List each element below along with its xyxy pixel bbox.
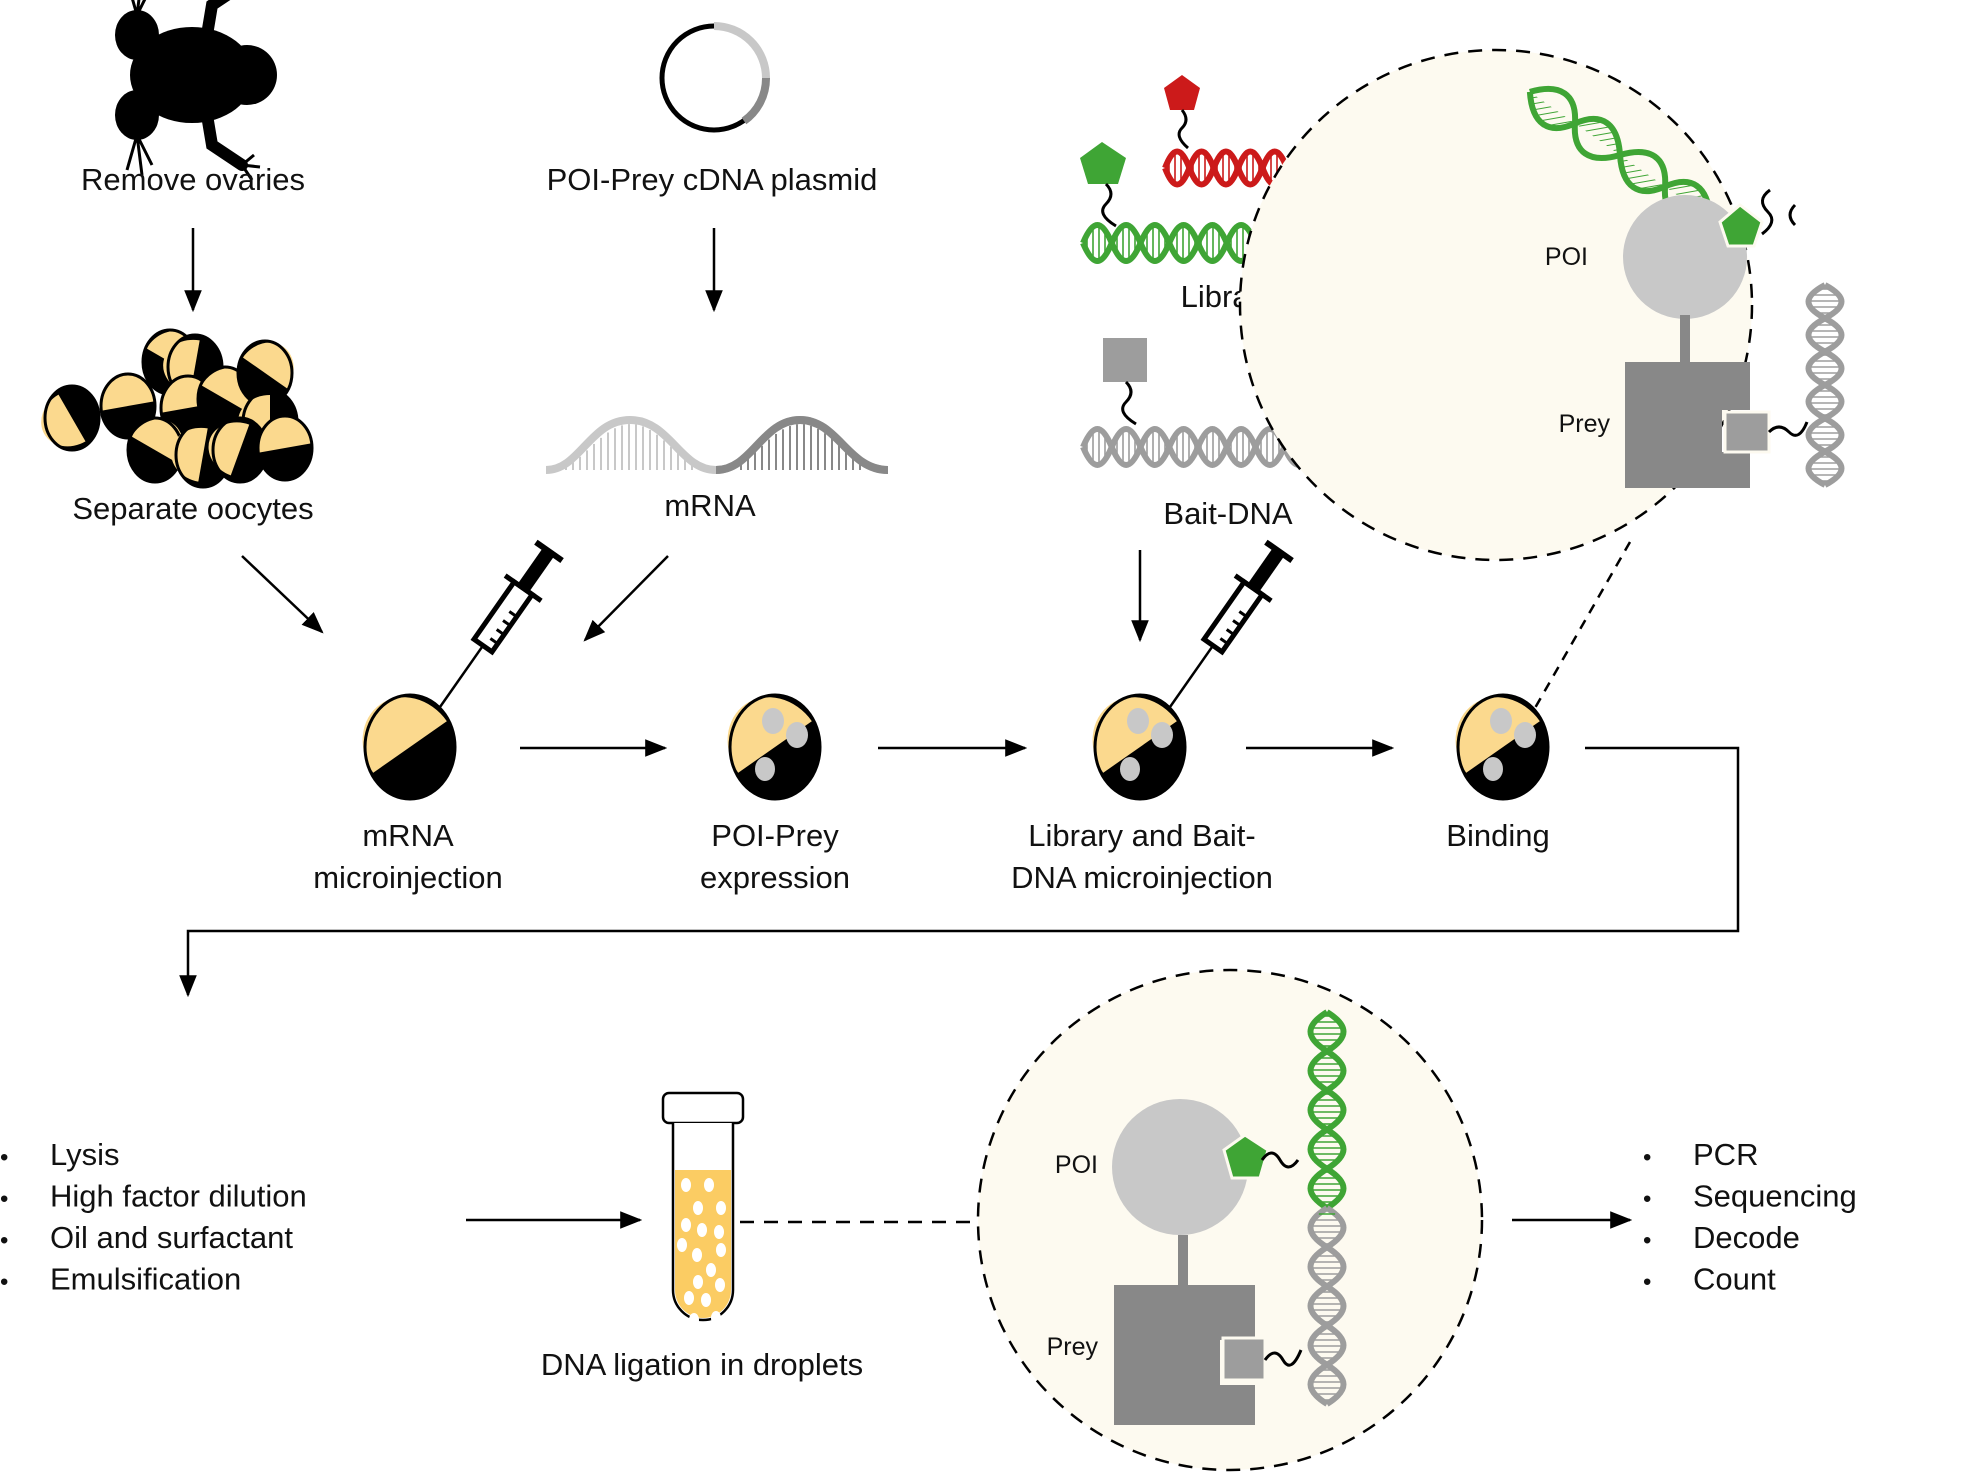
- prep-bullet: •: [0, 1269, 8, 1296]
- step-2-label-line2: expression: [700, 860, 850, 895]
- prep-item: Lysis: [50, 1137, 119, 1172]
- step-3-label-line1: Library and Bait-: [1028, 818, 1255, 853]
- prep-item: High factor dilution: [50, 1179, 307, 1214]
- mrna-label: mRNA: [664, 488, 756, 523]
- bait-dna-label: Bait-DNA: [1163, 496, 1293, 531]
- prep-steps-list: • Lysis • High factor dilution • Oil and surf…: [0, 1137, 307, 1297]
- arrow-mrna-to-injection: [583, 555, 669, 642]
- cell-step-1: [343, 678, 477, 807]
- inset-bottom-poi-label: POI: [1055, 1151, 1098, 1179]
- step-1-label-line1: mRNA: [362, 818, 454, 853]
- analysis-steps-list: • PCR • Sequencing • Decode • Count: [1643, 1137, 1857, 1297]
- analysis-item: Sequencing: [1693, 1179, 1857, 1214]
- syringe-icon: [1168, 539, 1294, 708]
- oocyte-cluster-icon: [30, 320, 318, 489]
- prep-bullet: •: [0, 1144, 8, 1171]
- separate-oocytes-label: Separate oocytes: [72, 491, 313, 526]
- cell-step-3: [1073, 678, 1207, 807]
- arrow-binding-to-lysis: [179, 746, 1740, 998]
- analysis-bullet: •: [1643, 1269, 1651, 1296]
- droplet-zoom-inset: POI Prey: [976, 968, 1484, 1472]
- arrow-oocytes-to-injection: [241, 555, 324, 634]
- step-2-label-line1: POI-Prey: [711, 818, 839, 853]
- step-4-label: Binding: [1446, 818, 1549, 853]
- step-3-label-line2: DNA microinjection: [1011, 860, 1273, 895]
- inset-top-connector: [1533, 541, 1632, 709]
- cell-step-4: [1436, 678, 1570, 807]
- cell-step-2: [708, 678, 842, 807]
- analysis-bullet: •: [1643, 1227, 1651, 1254]
- analysis-item: Count: [1693, 1262, 1776, 1297]
- syringe-icon: [438, 539, 564, 708]
- inset-bottom-prey-label: Prey: [1047, 1333, 1099, 1361]
- analysis-bullet: •: [1643, 1186, 1651, 1213]
- oocyte: [30, 378, 104, 458]
- analysis-item: PCR: [1693, 1137, 1758, 1172]
- analysis-item: Decode: [1693, 1220, 1800, 1255]
- prep-bullet: •: [0, 1186, 8, 1213]
- mrna-icon: [545, 415, 889, 475]
- tube-label: DNA ligation in droplets: [541, 1347, 863, 1382]
- step-1-label-line2: microinjection: [313, 860, 503, 895]
- frog-icon: [115, 0, 277, 181]
- plasmid-label: POI-Prey cDNA plasmid: [547, 162, 878, 197]
- prep-bullet: •: [0, 1227, 8, 1254]
- prep-item: Oil and surfactant: [50, 1220, 293, 1255]
- inset-top-poi-label: POI: [1545, 243, 1588, 271]
- analysis-bullet: •: [1643, 1144, 1651, 1171]
- tube-icon: [661, 1091, 745, 1352]
- binding-zoom-inset: POI Prey: [1238, 48, 1845, 562]
- remove-ovaries-label: Remove ovaries: [81, 162, 305, 197]
- inset-top-prey-label: Prey: [1559, 410, 1611, 438]
- prep-item: Emulsification: [50, 1262, 241, 1297]
- plasmid-icon: [659, 22, 771, 133]
